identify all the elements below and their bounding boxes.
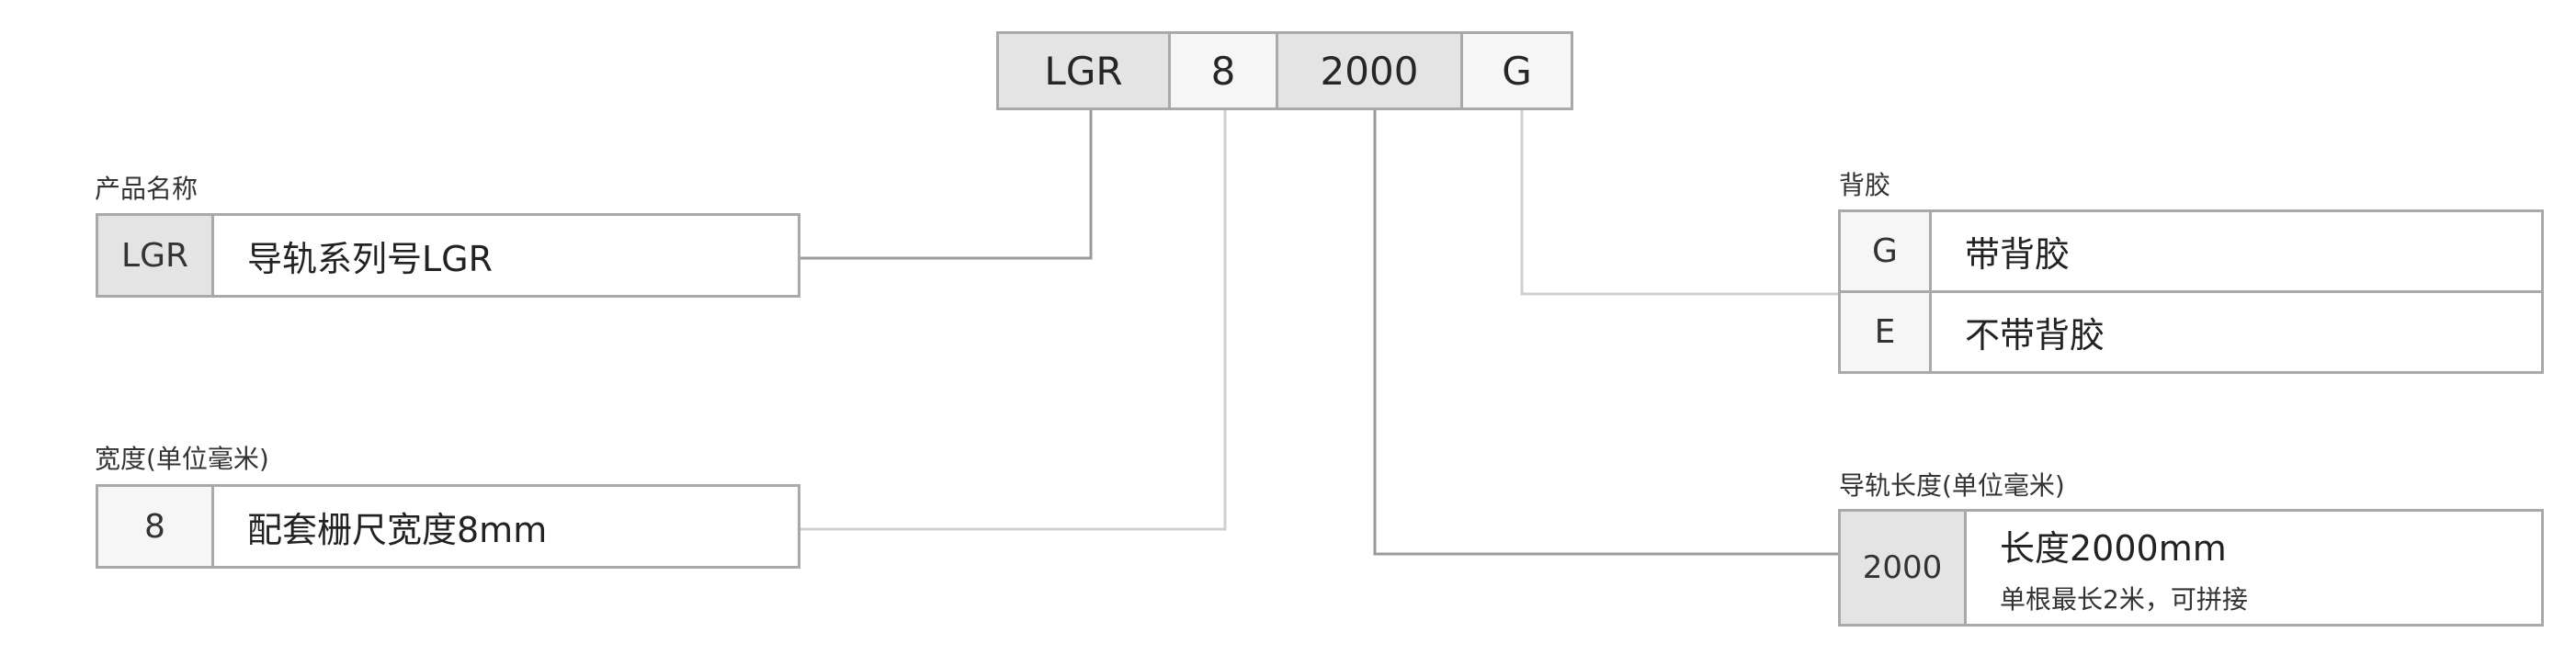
backing-option: G 带背胶 [1838,209,2544,293]
product-name-value: 导轨系列号LGR [247,238,494,279]
width-table: 8 配套栅尺宽度8mm [96,484,800,569]
length-note: 单根最长2米，可拼接 [2000,583,2248,615]
product-name-key: LGR [98,216,214,295]
backing-option-key: E [1841,293,1932,371]
width-key: 8 [98,487,214,566]
code-segment-backing: G [1460,31,1573,110]
product-name-table: LGR 导轨系列号LGR [96,213,800,298]
length-value: 长度2000mm [2000,527,2227,569]
backing-option-key: G [1841,212,1932,290]
product-name-label: 产品名称 [95,174,199,204]
length-key: 2000 [1841,512,1967,624]
connector-length [1373,108,1841,556]
connector-product-name [799,108,1093,260]
length-table: 2000 长度2000mm 单根最长2米，可拼接 [1838,509,2544,627]
backing-option: E 不带背胶 [1838,290,2544,374]
backing-option-value: 不带背胶 [1965,315,2105,356]
code-segment-length: 2000 [1276,31,1463,110]
code-segment-name: LGR [996,31,1171,110]
code-segment-width: 8 [1168,31,1278,110]
width-label: 宽度(单位毫米) [95,444,269,474]
backing-option-value: 带背胶 [1965,234,2071,275]
width-value: 配套栅尺宽度8mm [247,509,548,550]
connector-backing [1520,108,1841,296]
product-code: LGR 8 2000 G [996,31,1573,110]
connector-width [799,108,1227,531]
length-label: 导轨长度(单位毫米) [1839,470,2065,501]
backing-table: G 带背胶 E 不带背胶 [1838,209,2544,374]
backing-label: 背胶 [1839,170,1891,200]
length-value-group: 长度2000mm 单根最长2米，可拼接 [1967,512,2248,624]
